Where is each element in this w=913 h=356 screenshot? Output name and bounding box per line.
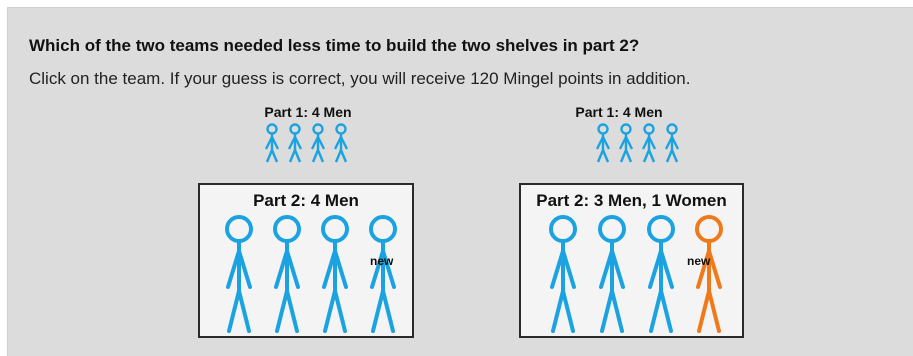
- small-person-icon: [287, 123, 303, 163]
- team-1-part2-box[interactable]: Part 2: 4 Men new: [198, 183, 414, 338]
- instruction-text: Click on the team. If your guess is corr…: [29, 69, 691, 88]
- team-option-2[interactable]: Part 1: 4 Men Part 2: 3 Men, 1 Women: [519, 103, 744, 340]
- team-2-part1-figures: [595, 123, 680, 163]
- small-person-icon: [310, 123, 326, 163]
- person-icon: [549, 215, 577, 333]
- team-1-part2-figures: [225, 215, 397, 333]
- small-person-icon: [264, 123, 280, 163]
- small-person-icon: [664, 123, 680, 163]
- team-1-part1-label: Part 1: 4 Men: [264, 104, 352, 120]
- team-1-new-tag: new: [370, 254, 394, 268]
- team-1-part2-label: Part 2: 4 Men: [253, 191, 359, 210]
- team-2-new-tag: new: [687, 254, 711, 268]
- small-person-icon: [641, 123, 657, 163]
- team-2-part2-label: Part 2: 3 Men, 1 Women: [536, 191, 727, 210]
- person-icon: [598, 215, 626, 333]
- small-person-icon: [618, 123, 634, 163]
- small-person-icon: [333, 123, 349, 163]
- new-person-icon: [369, 215, 397, 333]
- team-option-1[interactable]: Part 1: 4 Men Part 2: 4 Men new: [198, 103, 414, 340]
- team-2-part2-figures: [549, 215, 723, 333]
- person-icon: [321, 215, 349, 333]
- question-panel: Which of the two teams needed less time …: [7, 7, 913, 356]
- question-text: Which of the two teams needed less time …: [29, 36, 640, 55]
- person-icon: [225, 215, 253, 333]
- team-2-part2-box[interactable]: Part 2: 3 Men, 1 Women new: [519, 183, 744, 338]
- small-person-icon: [595, 123, 611, 163]
- new-woman-icon: [695, 215, 723, 333]
- person-icon: [273, 215, 301, 333]
- team-2-part1-label: Part 1: 4 Men: [575, 104, 663, 120]
- person-icon: [647, 215, 675, 333]
- team-1-part1-figures: [264, 123, 349, 163]
